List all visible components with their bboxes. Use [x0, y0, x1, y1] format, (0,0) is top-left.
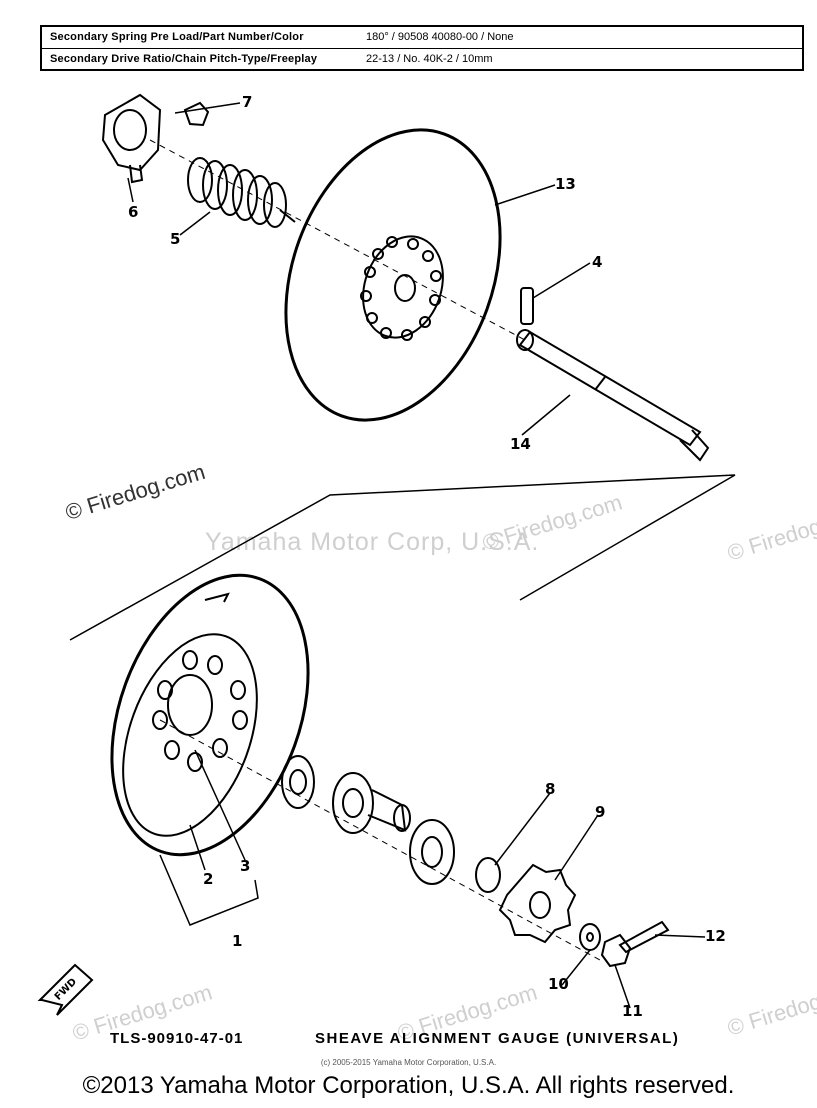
callout-5: 5 — [170, 230, 181, 248]
callout-11: 11 — [622, 1002, 643, 1020]
slider-part-7 — [183, 101, 210, 127]
callout-3: 3 — [240, 857, 251, 875]
callout-2: 2 — [203, 870, 214, 888]
collar-part-8 — [475, 857, 501, 893]
spacer — [367, 789, 411, 832]
spec-table: Secondary Spring Pre Load/Part Number/Co… — [40, 25, 804, 71]
callout-6: 6 — [128, 203, 139, 221]
alignment-line — [149, 139, 526, 341]
spec-value: 180° / 90508 40080-00 / None — [358, 26, 803, 49]
tool-part-number: TLS-90910-47-01 — [110, 1030, 244, 1047]
callout-14: 14 — [510, 435, 531, 453]
spec-label: Secondary Spring Pre Load/Part Number/Co… — [41, 26, 358, 49]
shaft-part-14 — [516, 329, 710, 462]
sliding-sheave-part-2 — [110, 573, 310, 857]
footer-copyright: ©2013 Yamaha Motor Corporation, U.S.A. A… — [82, 1072, 735, 1099]
yamaha-watermark: Yamaha Motor Corp, U.S.A. — [205, 528, 540, 556]
small-copyright: (c) 2005-2015 Yamaha Motor Corporation, … — [320, 1058, 497, 1067]
leader-lines — [127, 102, 706, 1009]
cotter-pin-part-12 — [618, 920, 670, 954]
key-pin-part-4 — [520, 287, 534, 325]
spec-row: Secondary Spring Pre Load/Part Number/Co… — [41, 26, 803, 49]
nut-part-11 — [600, 933, 632, 968]
tool-name: SHEAVE ALIGNMENT GAUGE (UNIVERSAL) — [315, 1030, 680, 1047]
spec-row: Secondary Drive Ratio/Chain Pitch-Type/F… — [41, 48, 803, 70]
callout-13: 13 — [555, 175, 576, 193]
callout-7: 7 — [242, 93, 253, 111]
sprocket-part-9 — [498, 863, 577, 944]
cam-part-6 — [101, 93, 162, 184]
washer-part-10 — [579, 923, 601, 951]
spring-part-5 — [187, 157, 296, 228]
bearing — [281, 755, 315, 809]
fixed-sheave-part-13 — [284, 128, 502, 422]
bearing — [409, 819, 455, 885]
spec-label: Secondary Drive Ratio/Chain Pitch-Type/F… — [50, 52, 318, 65]
fwd-arrow-icon: FWD — [37, 963, 94, 1016]
callout-1: 1 — [232, 932, 243, 950]
spec-value: 22-13 / No. 40K-2 / 10mm — [366, 52, 493, 65]
bearing — [332, 772, 374, 834]
callout-4: 4 — [592, 253, 603, 271]
callout-9: 9 — [595, 803, 606, 821]
fwd-label: FWD — [53, 976, 79, 1002]
alignment-gauge-outline — [69, 474, 736, 641]
callout-8: 8 — [545, 780, 556, 798]
callout-12: 12 — [705, 927, 726, 945]
callout-10: 10 — [548, 975, 569, 993]
